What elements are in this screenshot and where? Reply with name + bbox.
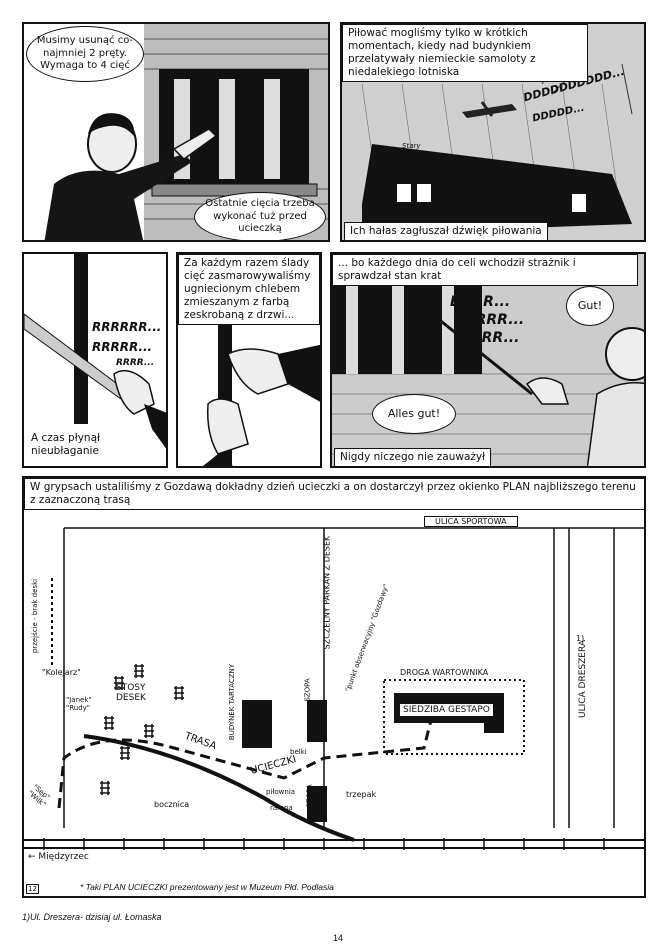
speech-bubble-alles-gut: Alles gut!	[372, 394, 456, 434]
panel-sawing: RRRRRR... RRRRR... RRRR... A czas płynął…	[22, 252, 168, 468]
speech-bubble-gut: Gut!	[566, 286, 614, 326]
label-footnote-mark: 1)	[576, 634, 585, 643]
label-janek-rudy: "Janek" "Rudy"	[66, 696, 92, 712]
label-bocznica: bocznica	[154, 800, 190, 809]
sfx-drrr-1: DRRR...	[450, 294, 511, 310]
panel3-art	[24, 254, 166, 449]
caption-airplanes: Piłować mogliśmy tylko w krótkich moment…	[342, 24, 588, 82]
sfx-stary: Stary	[402, 142, 421, 150]
label-siedziba-gestapo: SIEDZIBA GESTAPO	[400, 704, 493, 716]
escape-map-art	[24, 527, 644, 850]
panel4-art	[203, 324, 320, 466]
label-miedzyrzec: ← Międzyrzec	[28, 852, 89, 862]
caption-bread: Za każdym razem ślady cięć zasmarowywali…	[178, 254, 320, 325]
page-number: 14	[333, 933, 344, 943]
speech-bubble-last-cuts: Ostatnie cięcia trzeba wykonać tuż przed…	[194, 192, 326, 240]
label-szopa-1: SZOPA	[303, 678, 312, 702]
label-belki: belki	[290, 748, 307, 756]
label-ulica-sportowa: ULICA SPORTOWA	[424, 516, 518, 527]
label-kolejarz: "Kolejarz"	[42, 668, 81, 677]
sfx-rrr-2: RRRRR...	[92, 340, 153, 354]
label-ulica-dreszera: ULICA DRESZERA	[578, 639, 589, 719]
caption-never-noticed: Nigdy niczego nie zauważył	[334, 448, 492, 466]
sfx-rrr-3: RRRR...	[116, 358, 155, 368]
label-stosy-desek: STOSY DESEK	[116, 683, 146, 703]
sfx-drrr-2: DRRR...	[464, 312, 525, 328]
footnote: 1)Ul. Dreszera- dzisiaj ul. Łomaska	[22, 912, 162, 922]
speech-bubble-bars: Musimy usunąć co-najmniej 2 pręty. Wymag…	[26, 26, 144, 82]
label-droga-wartownika: DROGA WARTOWNIKA	[400, 668, 489, 677]
panel-cutting-bars: Musimy usunąć co-najmniej 2 pręty. Wymag…	[22, 22, 330, 242]
caption-time: A czas płynął nieubłaganie	[26, 430, 130, 460]
map-note: * Taki PLAN UCIECZKI prezentowany jest w…	[80, 882, 334, 892]
panel-guard: ... bo każdego dnia do celi wchodził str…	[330, 252, 646, 468]
caption-guard: ... bo każdego dnia do celi wchodził str…	[332, 254, 638, 286]
caption-map: W grypsach ustaliliśmy z Gozdawą dokładn…	[24, 478, 644, 510]
panel1-art	[44, 24, 328, 240]
panel-airplanes: Piłować mogliśmy tylko w krótkich moment…	[340, 22, 646, 242]
label-szczelny-parkan: SZCZELNY PARKAN Z DESEK	[322, 535, 332, 650]
label-rampa: rampa	[270, 804, 293, 812]
corner-box: 12	[26, 884, 39, 894]
label-trzepak: trzepak	[346, 790, 377, 799]
label-przejscie: przejście - brak deski	[31, 578, 40, 654]
label-szopa-2: SZOPA	[305, 784, 314, 808]
panel5-art	[332, 254, 644, 466]
caption-noise: Ich hałas zagłuszał dźwięk piłowania	[344, 222, 548, 240]
sfx-drr-3: DRR...	[470, 330, 520, 346]
panel-escape-map: W grypsach ustaliliśmy z Gozdawą dokładn…	[22, 476, 646, 898]
label-pitownia: piłownia	[266, 788, 296, 796]
panel-bread: Za każdym razem ślady cięć zasmarowywali…	[176, 252, 322, 468]
label-budynek: BUDYNEK TARTACZNY	[228, 663, 237, 741]
sfx-rrr-1: RRRRRR...	[92, 320, 162, 334]
